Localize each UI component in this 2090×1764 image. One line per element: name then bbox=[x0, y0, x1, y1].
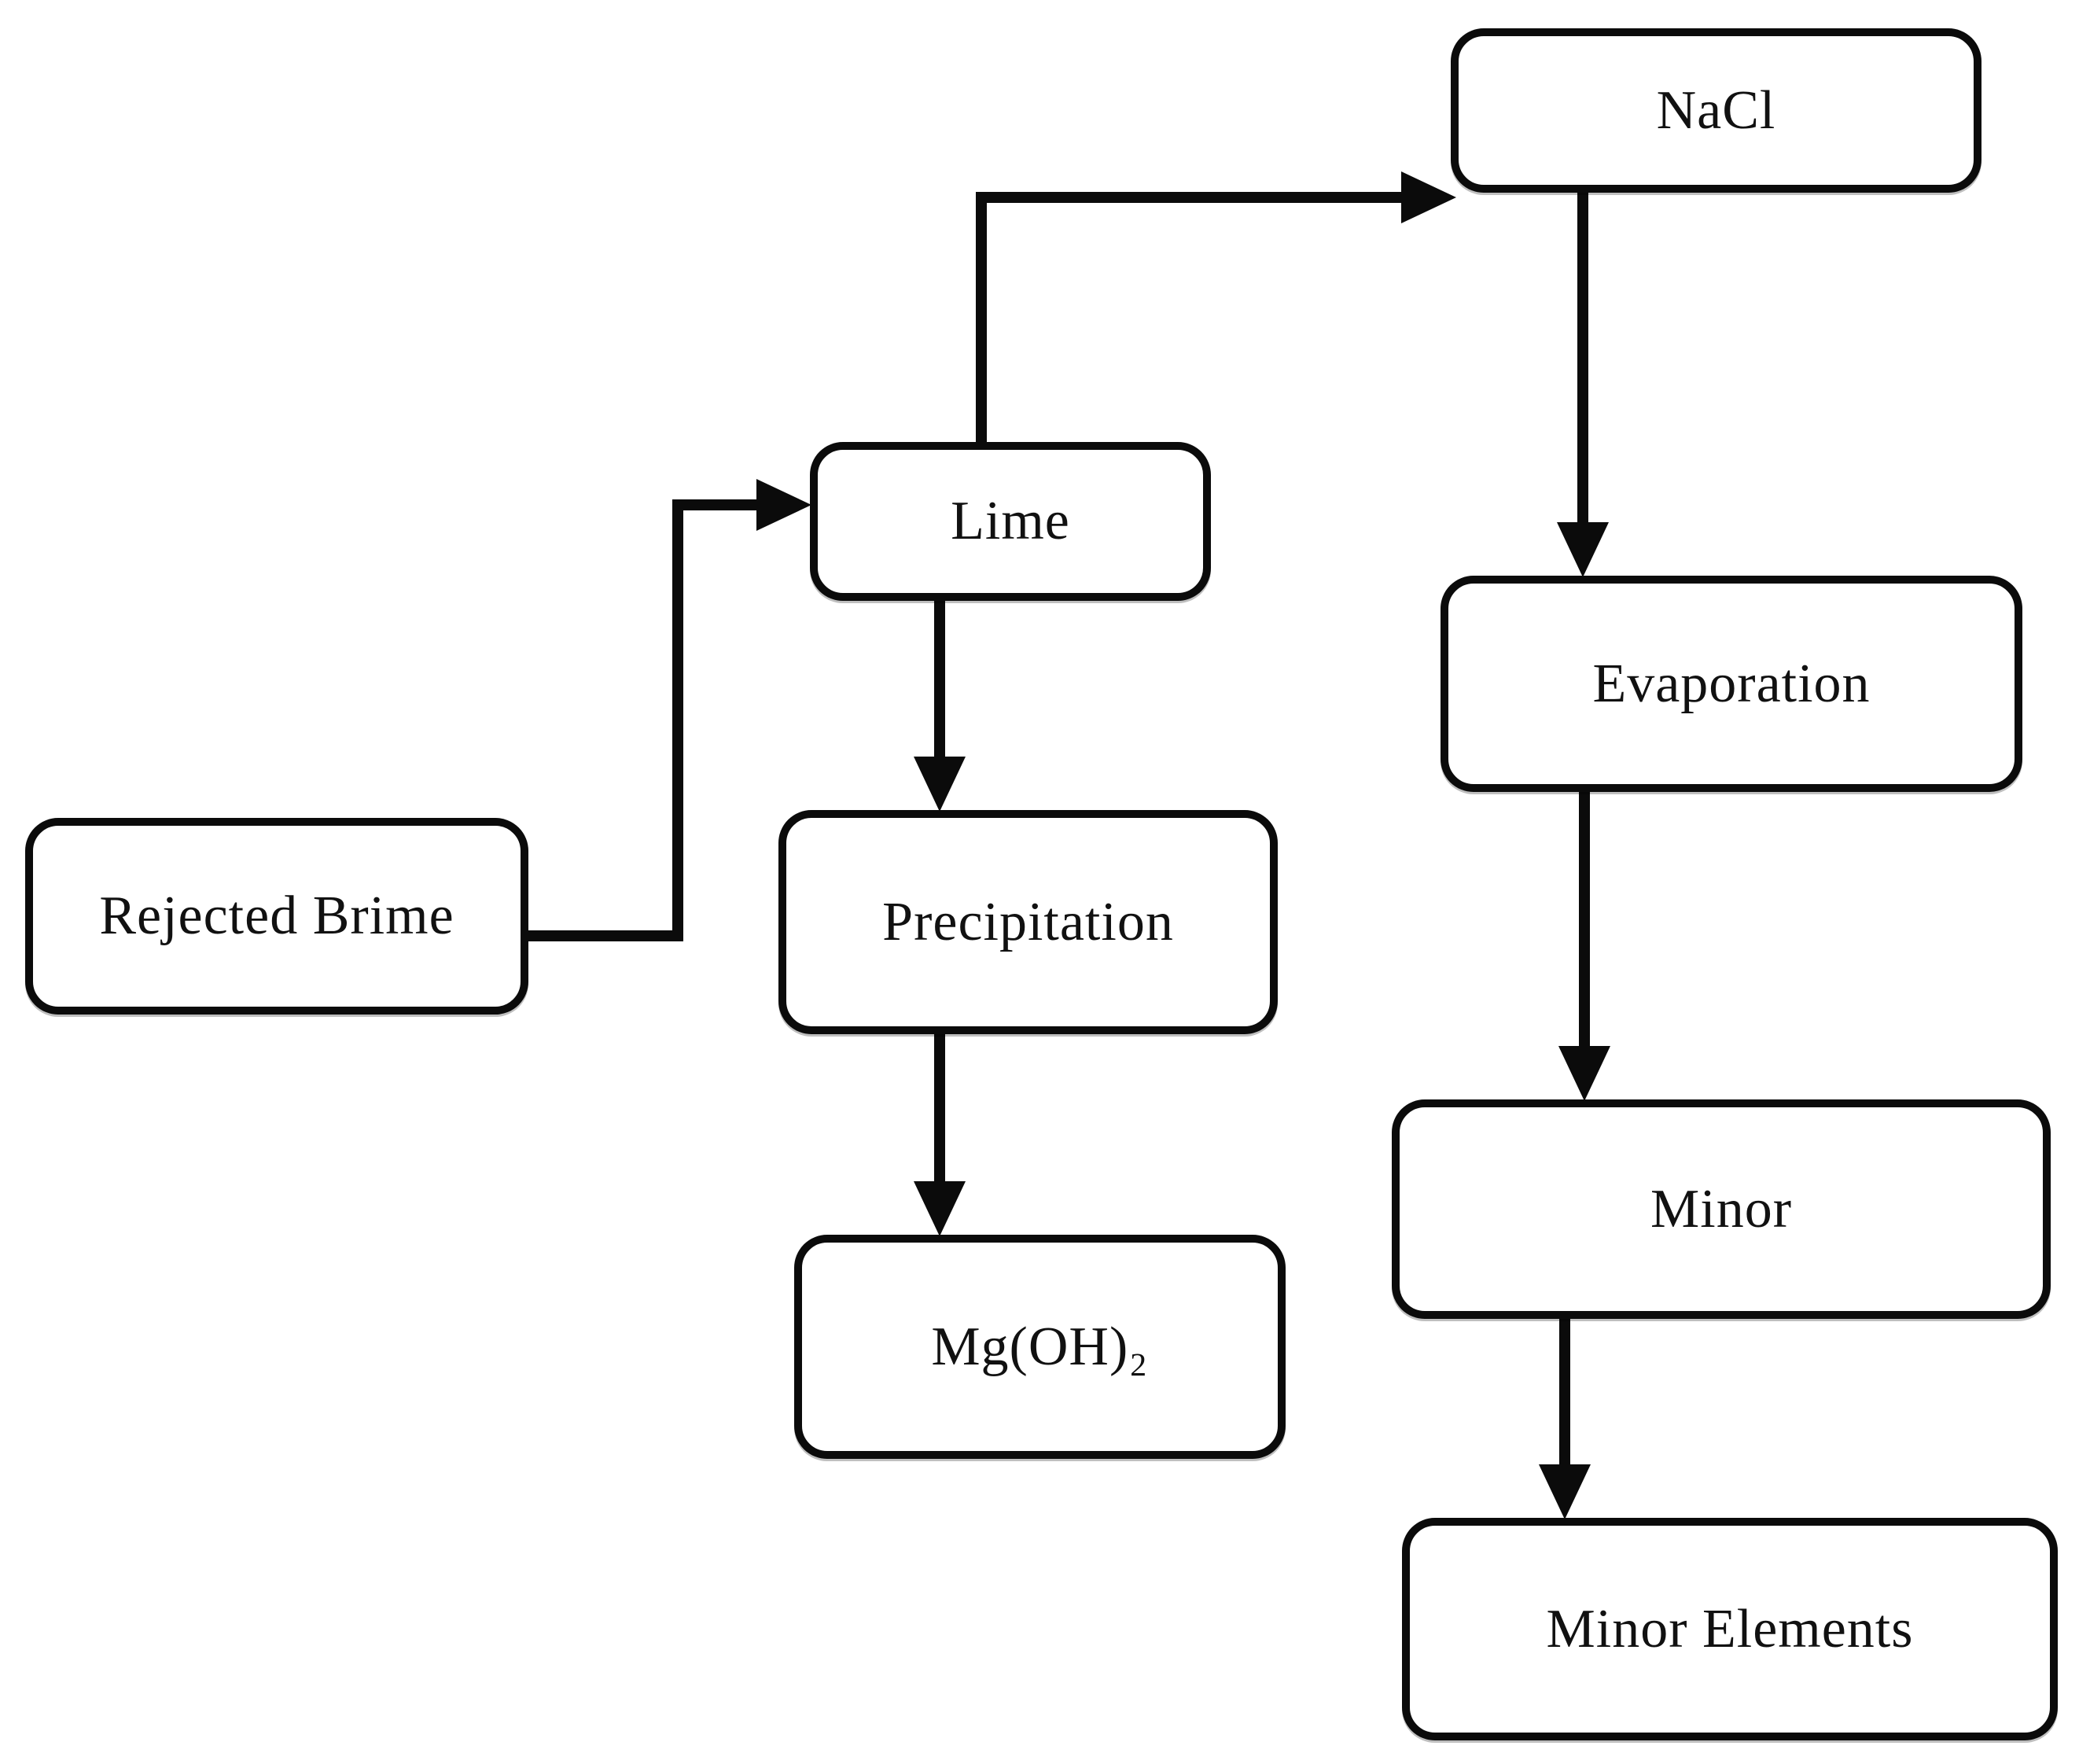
node-rejected-brime-label: Rejected Brime bbox=[99, 886, 454, 946]
connector-lime-to-nacl bbox=[976, 192, 1401, 442]
node-minor-label: Minor bbox=[1650, 1178, 1792, 1239]
node-precipitation-label: Precipitation bbox=[882, 891, 1174, 952]
arrowhead-down-minor-elements-icon bbox=[1539, 1464, 1591, 1519]
node-mgoh2-label: Mg(OH)₂ bbox=[931, 1316, 1149, 1377]
arrowhead-down-mgoh2-icon bbox=[914, 1181, 966, 1236]
node-mgoh2: Mg(OH)₂ bbox=[794, 1235, 1286, 1459]
connector-rejected-brime-to-lime bbox=[528, 499, 756, 941]
node-minor-elements-label: Minor Elements bbox=[1546, 1598, 1914, 1659]
arrowhead-right-nacl-icon bbox=[1401, 171, 1456, 223]
arrowhead-down-evaporation-icon bbox=[1557, 522, 1609, 577]
node-lime-label: Lime bbox=[951, 491, 1070, 551]
node-nacl-label: NaCl bbox=[1656, 79, 1776, 141]
arrowhead-down-minor-icon bbox=[1558, 1046, 1610, 1101]
node-lime: Lime bbox=[810, 442, 1211, 601]
node-evaporation: Evaporation bbox=[1441, 576, 2022, 792]
node-minor: Minor bbox=[1392, 1099, 2051, 1319]
arrowhead-down-precipitation-icon bbox=[914, 757, 966, 812]
node-evaporation-label: Evaporation bbox=[1592, 653, 1871, 714]
arrowhead-right-lime-icon bbox=[756, 479, 811, 531]
node-precipitation: Precipitation bbox=[778, 810, 1278, 1034]
node-minor-elements: Minor Elements bbox=[1402, 1518, 2058, 1740]
node-nacl: NaCl bbox=[1451, 28, 1981, 193]
node-rejected-brime: Rejected Brime bbox=[25, 818, 528, 1015]
